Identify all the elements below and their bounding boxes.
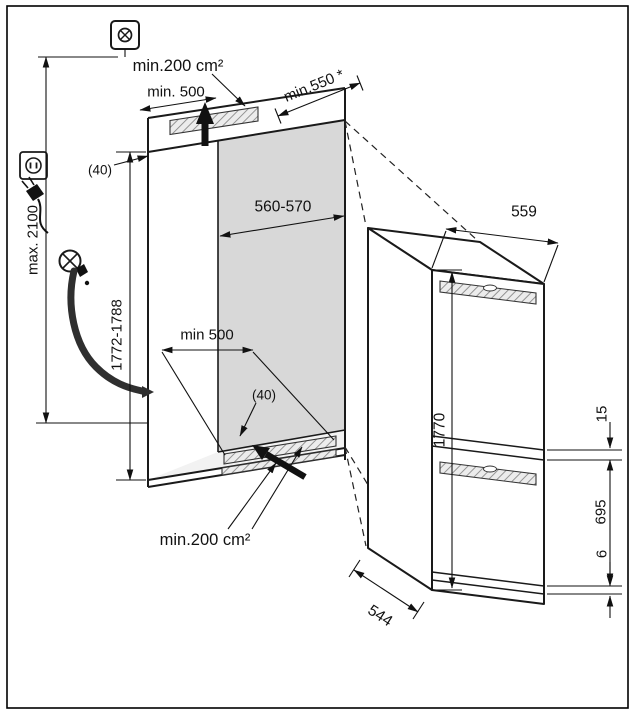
socket-icon xyxy=(19,151,48,180)
door-gap-label: 15 xyxy=(594,406,611,423)
drawing-border xyxy=(6,5,629,709)
appliance-side-face xyxy=(367,227,433,591)
niche-back-wall xyxy=(218,120,345,452)
top-vent-strip xyxy=(169,106,259,136)
water-tap-icon xyxy=(58,249,90,286)
appliance-drawing xyxy=(367,227,545,605)
airflow-arrow-in xyxy=(252,445,307,480)
niche-height-label: 1772-1788 xyxy=(109,299,126,371)
niche-left-wall xyxy=(148,141,218,480)
water-hose xyxy=(67,267,146,395)
top-gap-label: (40) xyxy=(88,163,112,178)
appliance-height-label: 1770 xyxy=(432,412,449,447)
junction-box-icon xyxy=(110,20,140,50)
socket-height-label: max. 2100 xyxy=(25,205,42,275)
floor-vent-strip xyxy=(223,435,337,465)
niche-opening-top-edge xyxy=(147,119,346,153)
bottom-gap-label: 6 xyxy=(594,550,611,558)
niche-drawing xyxy=(147,87,346,488)
appliance-width-label: 559 xyxy=(511,204,537,221)
niche-depth-label: min.550 * xyxy=(281,66,346,106)
niche-floor-back-edge xyxy=(217,429,346,453)
water-hose-end xyxy=(142,386,154,398)
appliance-front-face xyxy=(431,269,545,605)
floor-vent-width-label: min 500 xyxy=(180,327,233,344)
airflow-arrow-up xyxy=(196,102,214,146)
appliance-depth-label: 544 xyxy=(365,602,396,631)
bottom-vent-area-label: min.200 cm² xyxy=(160,531,251,549)
lower-door-grip xyxy=(439,461,537,486)
electrical-symbols xyxy=(19,20,140,234)
top-vent-width-label: min. 500 xyxy=(147,84,205,101)
floor-gap-label: (40) xyxy=(252,388,276,403)
upper-door-grip xyxy=(439,280,537,305)
lower-door-height-label: 695 xyxy=(593,499,610,524)
niche-width-label: 560-570 xyxy=(255,199,312,216)
top-vent-area-label: min.200 cm² xyxy=(133,57,224,75)
water-connection xyxy=(58,249,154,398)
